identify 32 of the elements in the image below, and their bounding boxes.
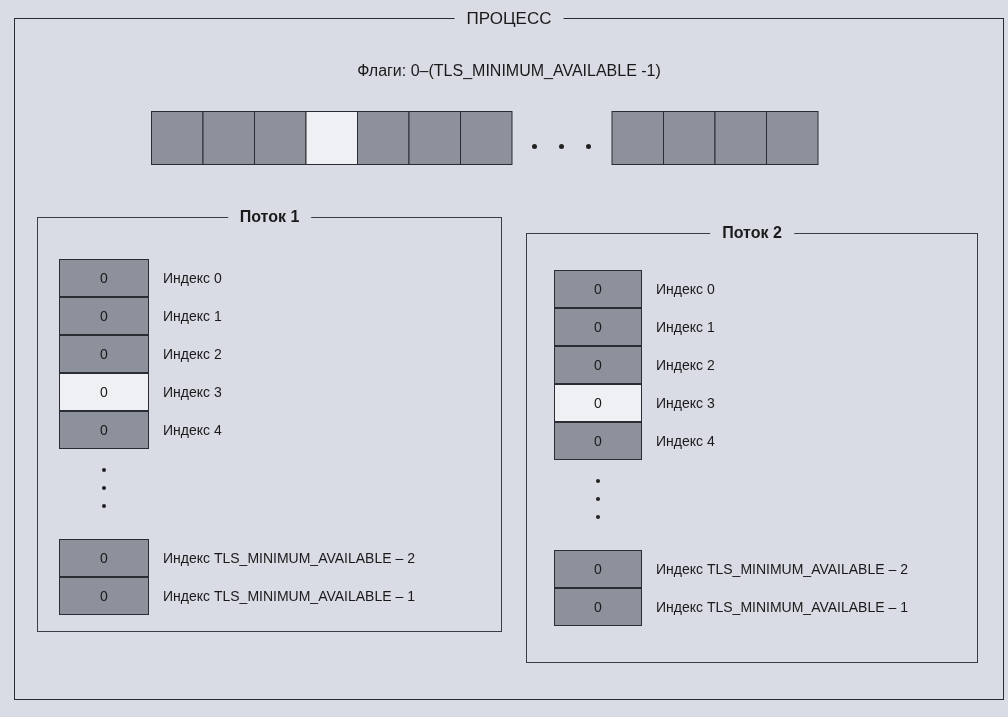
frame-title: Поток 1 bbox=[227, 209, 312, 225]
array-cell: 0 bbox=[59, 335, 149, 373]
index-label: Индекс TLS_MINIMUM_AVAILABLE – 1 bbox=[163, 589, 415, 603]
index-label: Индекс TLS_MINIMUM_AVAILABLE – 2 bbox=[656, 562, 908, 576]
index-label: Индекс 1 bbox=[163, 309, 222, 323]
index-label: Индекс 0 bbox=[163, 271, 222, 285]
array-cell: 0 bbox=[59, 411, 149, 449]
array-cell: 0 bbox=[59, 373, 149, 411]
array-cell: 0 bbox=[554, 588, 642, 626]
index-label: Индекс TLS_MINIMUM_AVAILABLE – 2 bbox=[163, 551, 415, 565]
array-cell: 0 bbox=[554, 422, 642, 460]
index-label: Индекс 3 bbox=[656, 396, 715, 410]
array-cell: 0 bbox=[554, 308, 642, 346]
array-cell: 0 bbox=[554, 270, 642, 308]
index-label: Индекс 1 bbox=[656, 320, 715, 334]
index-label: Индекс 4 bbox=[163, 423, 222, 437]
frame-title: Поток 2 bbox=[710, 225, 794, 241]
index-label: Индекс 4 bbox=[656, 434, 715, 448]
index-label: Индекс TLS_MINIMUM_AVAILABLE – 1 bbox=[656, 600, 908, 614]
flags-heading: Флаги: 0–(TLS_MINIMUM_AVAILABLE -1) bbox=[357, 63, 661, 79]
index-label: Индекс 3 bbox=[163, 385, 222, 399]
array-cell: 0 bbox=[59, 297, 149, 335]
array-cell: 0 bbox=[554, 550, 642, 588]
index-label: Индекс 2 bbox=[656, 358, 715, 372]
array-cell: 0 bbox=[59, 539, 149, 577]
array-cell: 0 bbox=[59, 577, 149, 615]
array-cell: 0 bbox=[554, 346, 642, 384]
index-label: Индекс 2 bbox=[163, 347, 222, 361]
array-cell: 0 bbox=[59, 259, 149, 297]
frame-title: ПРОЦЕСС bbox=[454, 10, 564, 27]
array-cell: 0 bbox=[554, 384, 642, 422]
index-label: Индекс 0 bbox=[656, 282, 715, 296]
